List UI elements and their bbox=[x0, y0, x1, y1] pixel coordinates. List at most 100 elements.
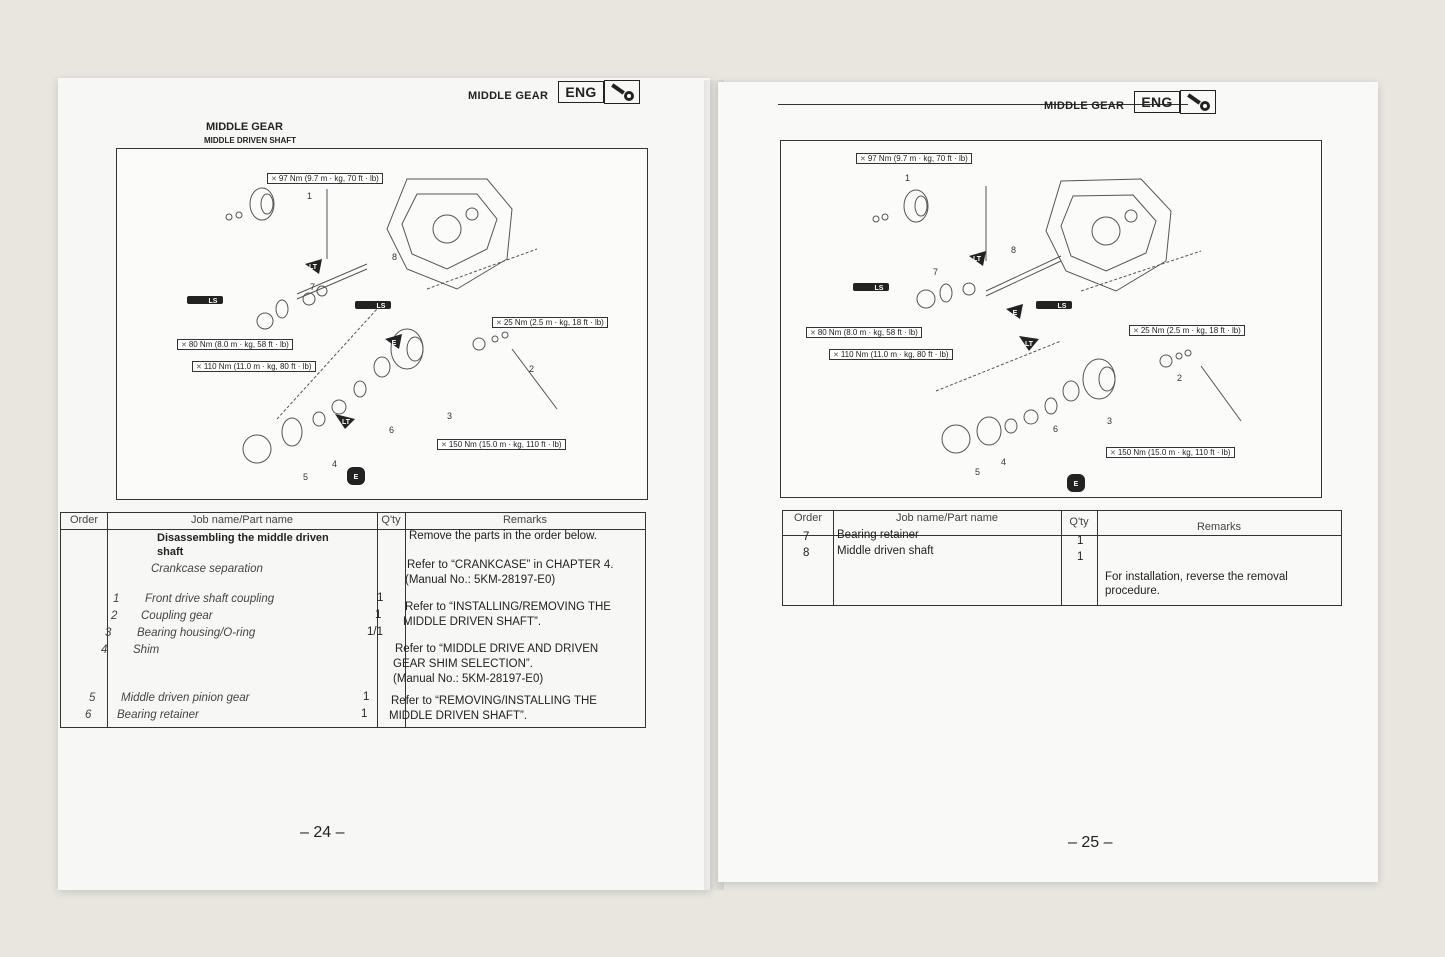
header-qty: Q'ty bbox=[381, 514, 401, 526]
torque-label: 25 Nm (2.5 m · kg, 18 ft · lb) bbox=[492, 317, 608, 328]
row-order: 6 bbox=[85, 709, 92, 721]
diagram-drawing: LS LS LT LT E E bbox=[853, 178, 1242, 492]
table-title: Disassembling the middle driven bbox=[157, 532, 329, 544]
part-number: 6 bbox=[389, 425, 395, 435]
row-name: Coupling gear bbox=[141, 610, 213, 622]
ls-symbol-1: LS bbox=[209, 298, 218, 305]
torque-label: 80 Nm (8.0 m · kg, 58 ft · lb) bbox=[177, 339, 293, 350]
engine-wrench-icon bbox=[1179, 90, 1216, 114]
lt-symbol-1: LT bbox=[309, 264, 318, 271]
header-remarks: Remarks bbox=[502, 514, 547, 526]
row-name: Front drive shaft coupling bbox=[145, 593, 275, 605]
part-number: 2 bbox=[529, 364, 535, 374]
remark-line: (Manual No.: 5KM-28197-E0) bbox=[393, 673, 544, 685]
ls-symbol-1: LS bbox=[875, 285, 884, 292]
part-number: 1 bbox=[905, 173, 911, 183]
torque-label: 25 Nm (2.5 m · kg, 18 ft · lb) bbox=[1129, 325, 1245, 336]
section-title: MIDDLE GEAR bbox=[206, 121, 283, 133]
col-divider bbox=[833, 511, 834, 605]
row-order: 3 bbox=[105, 627, 112, 639]
lt-symbol-1: LT bbox=[973, 256, 982, 263]
part-number: 5 bbox=[975, 467, 981, 477]
col-divider bbox=[1097, 511, 1098, 605]
eng-badge: ENG bbox=[558, 81, 604, 103]
left-page: MIDDLE GEAR ENG MIDDLE GEAR MIDDLE DRIVE… bbox=[58, 78, 710, 890]
part-number: 3 bbox=[1107, 416, 1113, 426]
right-page: MIDDLE GEAR ENG bbox=[718, 82, 1378, 882]
exploded-diagram: LS LS LT LT E E 97 Nm (9.7 m · kg, 70 ft… bbox=[116, 148, 648, 500]
page-header: MIDDLE GEAR ENG bbox=[1044, 90, 1216, 114]
header-title: MIDDLE GEAR bbox=[1044, 100, 1125, 112]
eng-badge: ENG bbox=[1134, 91, 1180, 113]
part-number: 2 bbox=[1177, 373, 1183, 383]
row-qty: 1 bbox=[375, 609, 382, 621]
row-qty: 1 bbox=[1077, 535, 1084, 547]
remark-line: Remove the parts in the order below. bbox=[409, 530, 597, 542]
row-name: Bearing housing/O-ring bbox=[137, 627, 256, 639]
row-name: Shim bbox=[133, 644, 160, 656]
e-symbol-2: E bbox=[1074, 481, 1079, 488]
header-job: Job name/Part name bbox=[190, 514, 294, 526]
part-number: 8 bbox=[392, 252, 398, 262]
part-number: 6 bbox=[1053, 424, 1059, 434]
remark-line: procedure. bbox=[1105, 585, 1160, 597]
row-qty: 1 bbox=[361, 708, 368, 720]
part-number: 7 bbox=[310, 282, 316, 292]
row-qty: 1 bbox=[363, 691, 370, 703]
engine-wrench-icon bbox=[603, 80, 640, 104]
e-symbol-1: E bbox=[1013, 310, 1018, 317]
diagram-drawing: LS LS LT LT E E bbox=[187, 178, 558, 485]
part-number: 8 bbox=[1011, 245, 1017, 255]
remark-line: Refer to “INSTALLING/REMOVING THE bbox=[405, 601, 611, 613]
row-name: Middle driven shaft bbox=[837, 545, 934, 557]
e-symbol-1: E bbox=[392, 340, 397, 347]
table-subtitle: Crankcase separation bbox=[151, 563, 263, 575]
torque-label: 110 Nm (11.0 m · kg, 80 ft · lb) bbox=[829, 349, 953, 360]
col-divider bbox=[107, 513, 108, 727]
remark-line: Refer to “CRANKCASE” in CHAPTER 4. bbox=[407, 559, 614, 571]
remark-line: MIDDLE DRIVEN SHAFT”. bbox=[389, 710, 528, 722]
ls-symbol-2: LS bbox=[377, 303, 386, 310]
remark-line: MIDDLE DRIVEN SHAFT”. bbox=[403, 616, 542, 628]
remark-line: (Manual No.: 5KM-28197-E0) bbox=[405, 574, 556, 586]
row-order: 7 bbox=[803, 531, 810, 543]
header-order: Order bbox=[69, 514, 99, 526]
row-order: 4 bbox=[101, 644, 108, 656]
row-qty: 1 bbox=[377, 592, 384, 604]
torque-label: 150 Nm (15.0 m · kg, 110 ft · lb) bbox=[437, 439, 566, 450]
table-header-row bbox=[783, 511, 1341, 536]
torque-label: 150 Nm (15.0 m · kg, 110 ft · lb) bbox=[1106, 447, 1235, 458]
remark-line: Refer to “MIDDLE DRIVE AND DRIVEN bbox=[395, 643, 599, 655]
torque-label: 97 Nm (9.7 m · kg, 70 ft · lb) bbox=[267, 173, 383, 184]
lt-symbol-2: LT bbox=[342, 419, 351, 426]
part-number: 7 bbox=[933, 267, 939, 277]
row-name: Bearing retainer bbox=[117, 709, 199, 721]
row-name: Bearing retainer bbox=[837, 529, 919, 541]
page-header: MIDDLE GEAR ENG bbox=[468, 80, 640, 104]
col-divider bbox=[1061, 511, 1062, 605]
part-number: 3 bbox=[447, 411, 453, 421]
row-order: 8 bbox=[803, 547, 810, 559]
header-qty: Q'ty bbox=[1069, 516, 1089, 528]
remark-line: For installation, reverse the removal bbox=[1105, 571, 1288, 583]
row-order: 5 bbox=[89, 692, 96, 704]
torque-label: 110 Nm (11.0 m · kg, 80 ft · lb) bbox=[192, 361, 316, 372]
part-number: 1 bbox=[307, 191, 313, 201]
page-number: – 25 – bbox=[1068, 834, 1113, 851]
torque-label: 80 Nm (8.0 m · kg, 58 ft · lb) bbox=[806, 327, 922, 338]
row-name: Middle driven pinion gear bbox=[121, 692, 250, 704]
e-symbol-2: E bbox=[354, 474, 359, 481]
remark-line: GEAR SHIM SELECTION”. bbox=[393, 658, 533, 670]
parts-table-right: Order Job name/Part name Q'ty Remarks 7 … bbox=[782, 510, 1342, 606]
ls-symbol-2: LS bbox=[1058, 303, 1067, 310]
part-number: 4 bbox=[1001, 457, 1007, 467]
lt-symbol-2: LT bbox=[1025, 341, 1034, 348]
col-divider bbox=[377, 513, 378, 727]
torque-label: 97 Nm (9.7 m · kg, 70 ft · lb) bbox=[856, 153, 972, 164]
header-remarks: Remarks bbox=[1196, 521, 1241, 533]
subsection-title: MIDDLE DRIVEN SHAFT bbox=[204, 136, 296, 145]
table-title: shaft bbox=[157, 546, 184, 558]
table-header-row bbox=[61, 513, 645, 530]
part-number: 4 bbox=[332, 459, 338, 469]
